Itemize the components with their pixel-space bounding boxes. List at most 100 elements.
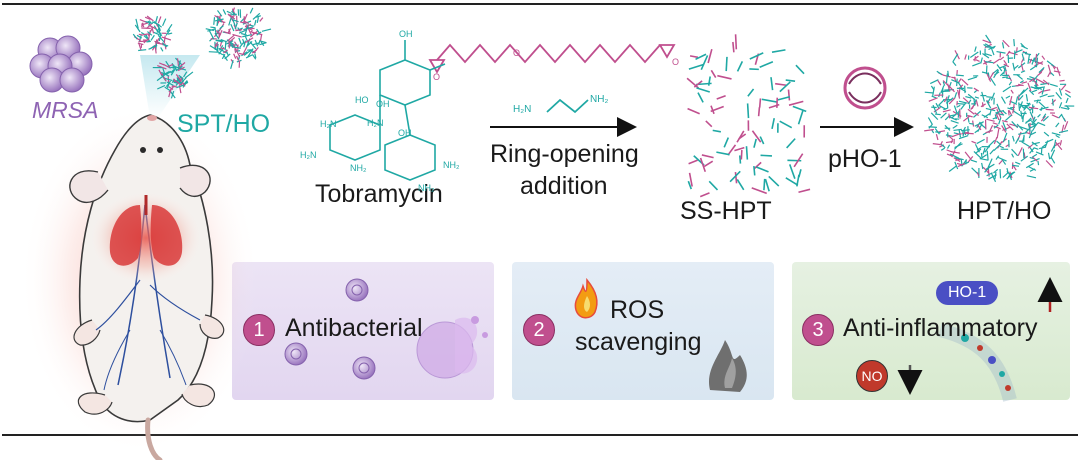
polymer-strand: [245, 23, 252, 28]
polymer-strand: [173, 78, 182, 86]
polymer-strand: [165, 60, 171, 69]
tobra-nh-4: NH₂: [443, 160, 460, 170]
polymer-strand: [999, 65, 1007, 69]
polymer-strand: [230, 23, 235, 32]
polymer-strand: [256, 28, 260, 34]
polymer-strand: [1055, 141, 1063, 151]
polymer-branch: [699, 157, 707, 172]
polymer-strand: [1028, 89, 1035, 96]
polymer-strand: [998, 117, 1002, 125]
ring-o-0: O: [433, 72, 441, 82]
polymer-strand: [1045, 160, 1054, 168]
polymer-strand: [1037, 113, 1041, 118]
polymer-strand: [226, 39, 235, 46]
polymer-strand: [1028, 106, 1039, 110]
tobra-oh-3: OH: [398, 128, 412, 138]
polymer-strand: [138, 34, 143, 43]
polymer-strand: [233, 53, 237, 59]
polymer-strand: [989, 149, 995, 155]
polymer-strand: [1039, 93, 1048, 98]
polymer-strand: [948, 165, 957, 173]
polymer-strand: [253, 47, 259, 54]
polymer-branch: [736, 130, 745, 143]
polymer-strand: [1059, 140, 1063, 146]
polymer-strand: [214, 41, 219, 46]
polymer-strand: [146, 15, 154, 22]
polymer-strand: [931, 95, 937, 99]
polymer-strand: [1047, 95, 1055, 98]
polymer-strand: [940, 141, 943, 146]
reaction-label-line2: addition: [520, 172, 608, 200]
polymer-branch: [716, 151, 730, 156]
polymer-strand: [256, 17, 260, 24]
polymer-branch: [738, 155, 742, 164]
polymer-strand: [153, 31, 160, 36]
polymer-strand: [1015, 84, 1023, 87]
polymer-strand: [216, 17, 219, 27]
polymer-strand: [956, 104, 961, 108]
polymer-strand: [987, 158, 993, 168]
polymer-branch: [729, 170, 741, 183]
polymer-branch: [745, 146, 749, 160]
polymer-strand: [976, 146, 982, 151]
polymer-strand: [973, 99, 977, 104]
polymer-strand: [982, 52, 990, 59]
polymer-strand: [219, 25, 224, 30]
polymer-branch: [738, 133, 747, 140]
polymer-strand: [1010, 89, 1014, 94]
polymer-strand: [162, 18, 167, 27]
polymer-branch: [759, 61, 774, 68]
polymer-strand: [936, 70, 943, 76]
polymer-strand: [164, 77, 173, 82]
polymer-strand: [238, 52, 245, 56]
polymer-strand: [1058, 113, 1063, 119]
polymer-branch: [695, 53, 707, 61]
polymer-strand: [951, 79, 960, 84]
polymer-strand: [138, 33, 144, 36]
polymer-strand: [1006, 123, 1014, 131]
polymer-strand: [990, 172, 997, 183]
polymer-strand: [256, 15, 262, 18]
polymer-strand: [1003, 63, 1010, 68]
lung-icon: [88, 190, 204, 286]
polymer-strand: [932, 143, 941, 146]
polymer-branch: [710, 69, 717, 78]
polymer-branch: [727, 144, 737, 156]
polymer-branch: [796, 174, 800, 187]
polymer-strand: [252, 12, 261, 20]
polymer-strand: [1009, 96, 1013, 106]
amine-right-label: NH₂: [590, 94, 609, 105]
polymer-strand: [986, 150, 989, 161]
bacteria-icon: [352, 356, 376, 380]
polymer-strand: [946, 144, 951, 149]
polymer-strand: [249, 7, 254, 14]
polymer-strand: [158, 32, 162, 42]
polymer-strand: [1014, 49, 1023, 54]
polymer-strand: [957, 102, 966, 105]
polymer-strand: [232, 19, 239, 23]
polymer-strand: [984, 43, 994, 50]
polymer-strand: [990, 77, 996, 86]
polymer-strand: [1002, 39, 1010, 48]
polymer-strand: [973, 98, 976, 106]
polymer-strand: [156, 74, 166, 82]
polymer-strand: [1022, 135, 1025, 142]
polymer-strand: [166, 83, 170, 89]
polymer-branch: [760, 154, 773, 157]
polymer-strand: [147, 31, 153, 36]
polymer-strand: [1055, 122, 1060, 128]
polymer-strand: [1001, 42, 1005, 49]
polymer-strand: [1027, 144, 1033, 149]
polymer-strand: [138, 49, 147, 52]
polymer-strand: [224, 53, 231, 60]
polymer-strand: [1023, 102, 1031, 111]
polymer-strand: [1000, 96, 1006, 104]
polymer-strand: [1003, 66, 1006, 75]
polymer-strand: [157, 16, 162, 24]
polymer-branch: [723, 137, 730, 148]
polymer-strand: [996, 128, 1000, 139]
polymer-strand: [1032, 116, 1036, 122]
polymer-strand: [1011, 148, 1019, 157]
polymer-strand: [141, 22, 145, 28]
no-badge: NO: [856, 360, 888, 392]
